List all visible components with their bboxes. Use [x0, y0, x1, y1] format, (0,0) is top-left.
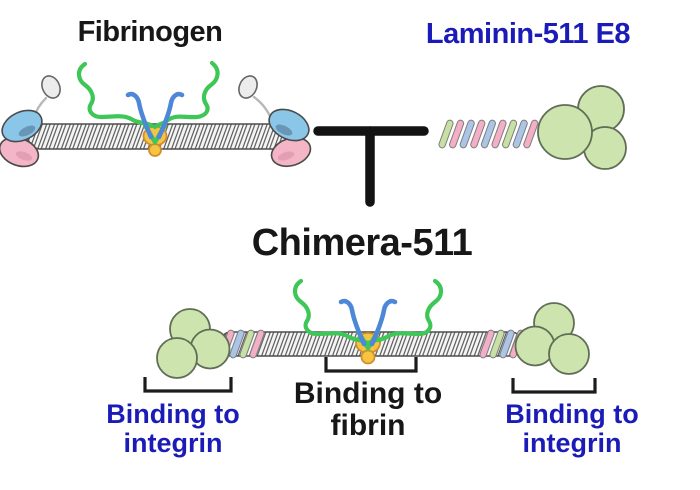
beta-chain-left: [125, 91, 154, 140]
chimera-title: Chimera-511: [251, 222, 473, 264]
chimera-beta-chain-right: [369, 298, 398, 347]
combine-connector-icon: [313, 126, 429, 207]
binding-middle-line1: Binding to: [293, 377, 443, 410]
fibrinogen-title: Fibrinogen: [77, 16, 223, 48]
laminin-coiled-coil: [438, 119, 539, 149]
binding-to-integrin-label-left: Binding to integrin: [106, 400, 239, 458]
beta-chain-right: [156, 91, 185, 140]
bracket-left: [143, 377, 233, 393]
chimera-lg-domains-right: [514, 302, 590, 375]
alphaC-stalk-right: [252, 95, 272, 118]
laminin-e8-molecule: [438, 85, 627, 170]
fibrinogen-e-region: [76, 60, 220, 157]
alphaC-domain-right: [238, 75, 258, 99]
binding-to-integrin-label-right: Binding to integrin: [505, 400, 638, 458]
bracket-middle: [324, 357, 418, 373]
binding-left-line2: integrin: [123, 428, 223, 458]
chimera-beta-chain-left: [338, 298, 367, 347]
laminin-lg-domains: [537, 85, 627, 170]
laminin-title: Laminin-511 E8: [425, 18, 631, 50]
binding-right-line1: Binding to: [505, 399, 639, 429]
binding-left-line1: Binding to: [106, 399, 240, 429]
fibrinogen-molecule: [0, 60, 312, 168]
binding-right-line2: integrin: [522, 428, 622, 458]
chimera-alpha-chain-left: [292, 278, 370, 346]
chimera-alpha-chain-right: [366, 278, 444, 346]
alpha-chain-left: [76, 61, 155, 129]
binding-to-fibrin-label: Binding to fibrin: [294, 378, 442, 442]
binding-middle-line2: fibrin: [330, 409, 406, 442]
bracket-right: [511, 378, 597, 394]
d-region-left: [0, 109, 43, 168]
alphaC-domain-left: [41, 75, 61, 99]
chimera-e-region: [292, 278, 444, 365]
chimera-molecule: [143, 278, 597, 394]
d-region-right: [268, 108, 312, 168]
alpha-chain-right: [152, 60, 220, 130]
chimera-lg-domains-left: [156, 308, 231, 379]
